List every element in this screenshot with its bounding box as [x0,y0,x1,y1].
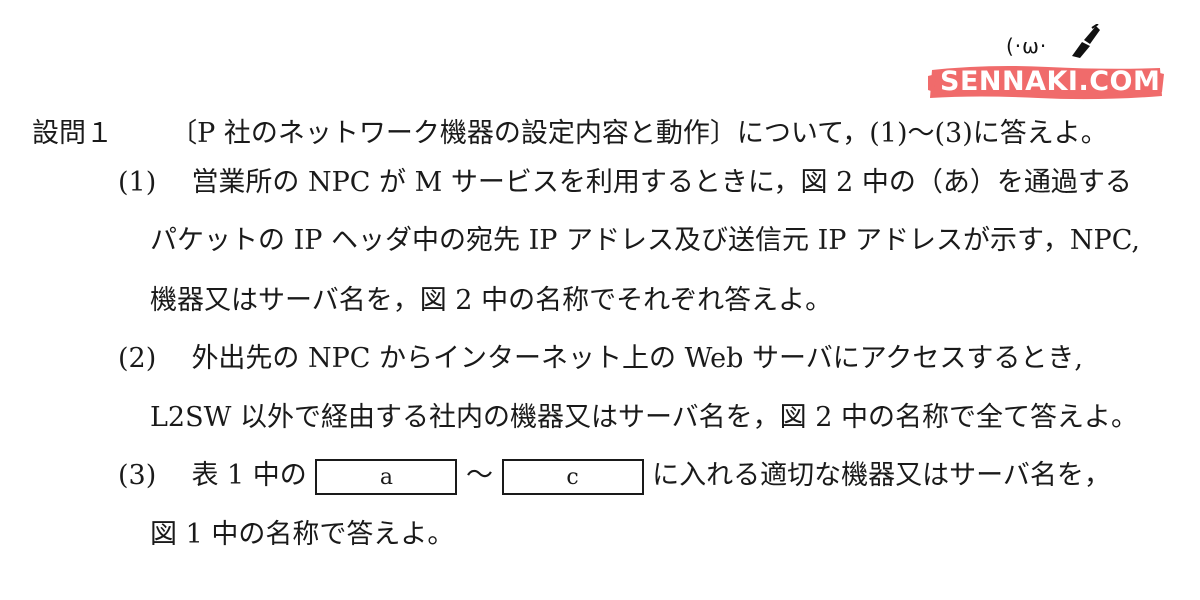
item-3-line-2: 図 1 中の名称で答えよ。 [150,519,455,550]
pen-nib-icon [1072,24,1100,58]
item-1-line-1: (1) 営業所の NPC が M サービスを利用するときに，図 2 中の（あ）を… [118,165,1132,201]
item-1-line-3: 機器又はサーバ名を，図 2 中の名称でそれぞれ答えよ。 [150,285,833,316]
question-intro: 〔P 社のネットワーク機器の設定内容と動作〕について，(1)〜(3)に答えよ。 [170,118,1108,149]
item-2-line-1: (2) 外出先の NPC からインターネット上の Web サーバにアクセスすると… [118,341,1083,377]
item-1-text-1: 営業所の NPC が M サービスを利用するときに，図 2 中の（あ）を通過する [191,167,1132,198]
item-3-number: (3) [118,460,157,491]
brush-stroke-icon [928,66,1164,100]
item-2-line-2: L2SW 以外で経由する社内の機器又はサーバ名を，図 2 中の名称で全て答えよ。 [150,402,1139,433]
item-3-suffix: に入れる適切な機器又はサーバ名を， [652,460,1111,491]
answer-blank-a: a [315,458,458,495]
item-1-line-2: パケットの IP ヘッダ中の宛先 IP アドレス及び送信元 IP アドレスが示す… [150,225,1140,256]
item-3-prefix: 表 1 中の [191,460,307,491]
item-1-number: (1) [118,167,157,198]
answer-blank-c: c [501,458,644,495]
item-2-number: (2) [118,343,157,374]
logo-face-text: (·ω· [1006,34,1048,58]
logo-brand-text: SENNAKI.COM [940,66,1161,97]
item-3-line-1: (3) 表 1 中の a 〜 c に入れる適切な機器又はサーバ名を， [118,458,1111,495]
sennaki-logo: (·ω· SENNAKI.COM [928,22,1164,102]
question-heading: 設問１ 〔P 社のネットワーク機器の設定内容と動作〕について，(1)〜(3)に答… [32,116,1108,152]
item-2-text-1: 外出先の NPC からインターネット上の Web サーバにアクセスするとき, [191,343,1083,374]
item-3-tilde: 〜 [465,460,493,491]
question-label: 設問１ [32,118,113,149]
